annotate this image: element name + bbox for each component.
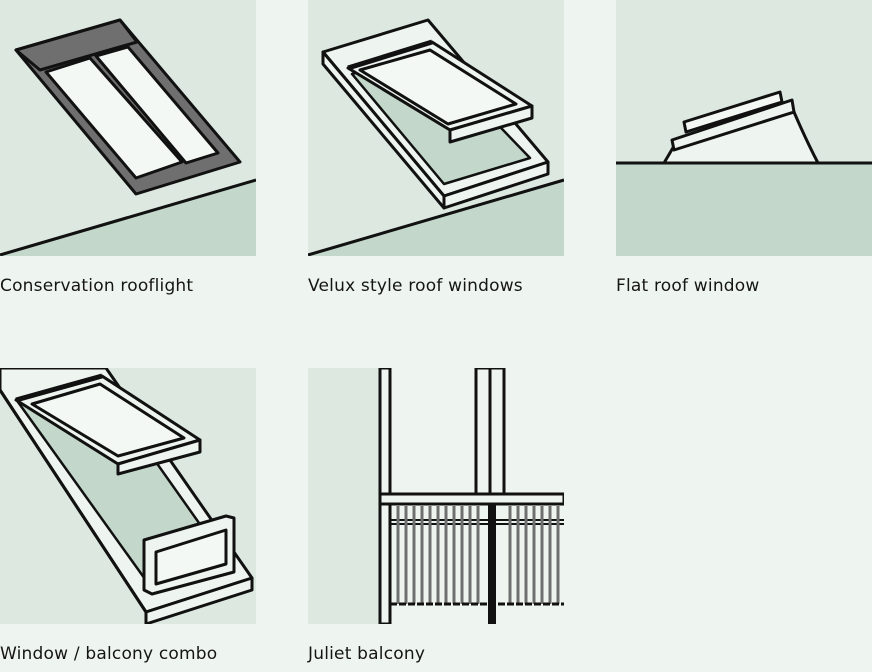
product-label: Flat roof window <box>616 276 760 296</box>
product-card-juliet-balcony[interactable]: Juliet balcony <box>308 368 564 664</box>
product-label: Window / balcony combo <box>0 644 218 664</box>
velux-roof-window-icon <box>308 0 564 256</box>
product-label: Velux style roof windows <box>308 276 523 296</box>
juliet-balcony-icon <box>308 368 564 624</box>
product-card-flat-roof-window[interactable]: Flat roof window <box>616 0 872 296</box>
product-card-conservation-rooflight[interactable]: Conservation rooflight <box>0 0 256 296</box>
flat-roof-window-icon <box>616 0 872 256</box>
product-label: Juliet balcony <box>308 644 426 664</box>
window-balcony-combo-icon <box>0 368 256 624</box>
product-card-velux-roof-windows[interactable]: Velux style roof windows <box>308 0 564 296</box>
conservation-rooflight-icon <box>0 0 256 256</box>
product-card-window-balcony-combo[interactable]: Window / balcony combo <box>0 368 256 664</box>
product-label: Conservation rooflight <box>0 276 194 296</box>
